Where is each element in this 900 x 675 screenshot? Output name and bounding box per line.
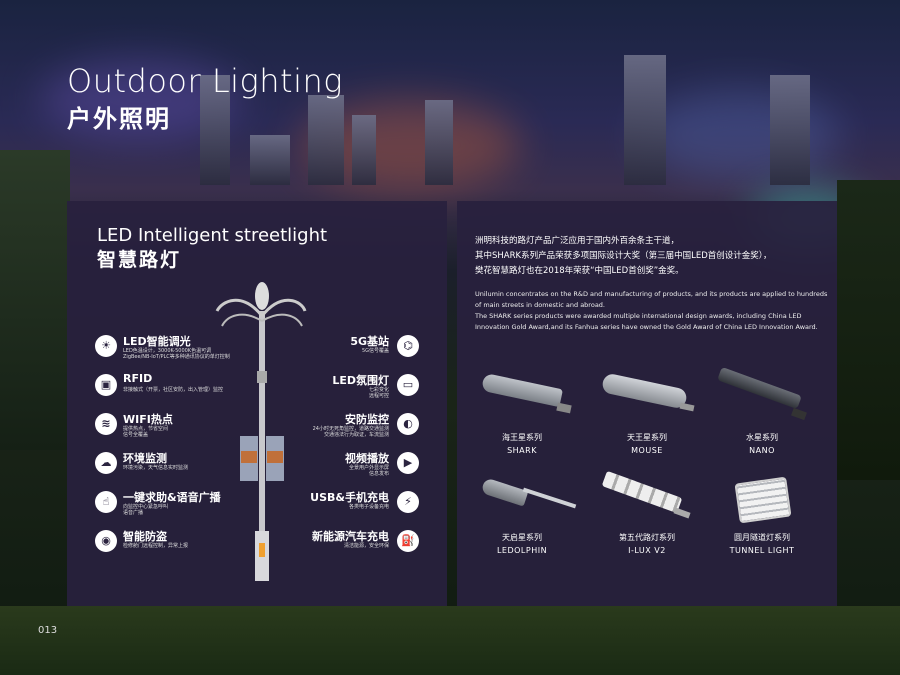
bulb-icon: ☀ (95, 335, 117, 357)
page-number: 013 (38, 625, 58, 636)
lock-icon: ◉ (95, 530, 117, 552)
intro-paragraph-en: Unilumin concentrates on the R&D and man… (475, 290, 828, 331)
mouse-lamp-image (592, 372, 702, 426)
product-tunnel-light: 圆月隧道灯系列 TUNNEL LIGHT (707, 476, 817, 555)
ambient-light-icon: ▭ (397, 374, 419, 396)
intro-paragraph-cn: 洲明科技的路灯产品广泛应用于国内外百余条主干道， 其中SHARK系列产品荣获多项… (475, 236, 772, 276)
signal-tower-icon: ⌬ (397, 335, 419, 357)
environment-icon: ☁ (95, 452, 117, 474)
shark-lamp-image (467, 372, 577, 426)
wifi-icon: ≋ (95, 413, 117, 435)
product-nano: 水星系列 NANO (707, 366, 817, 455)
camera-icon: ◐ (397, 413, 419, 435)
ledolphin-lamp-image (467, 476, 577, 526)
page-title-en: Outdoor Lighting (67, 62, 343, 100)
product-shark: 海王星系列 SHARK (467, 372, 577, 455)
product-ilux-v2: 第五代路灯系列 I-LUX V2 (592, 470, 702, 555)
rfid-icon: ▣ (95, 374, 117, 396)
product-mouse: 天王星系列 MOUSE (592, 372, 702, 455)
usb-icon: ⚡ (397, 491, 419, 513)
play-icon: ▶ (397, 452, 419, 474)
help-icon: ☝ (95, 491, 117, 513)
panel-subtitle-cn: 智慧路灯 (97, 249, 182, 271)
smart-streetlight-panel: LED Intelligent streetlight 智慧路灯 ☀ LED智能… (67, 201, 447, 606)
ev-charging-icon: ⛽ (397, 530, 419, 552)
product-series-panel: 洲明科技的路灯产品广泛应用于国内外百余条主干道， 其中SHARK系列产品荣获多项… (457, 201, 837, 606)
page-title-cn: 户外照明 (67, 105, 171, 133)
panel-subtitle-en: LED Intelligent streetlight (97, 225, 328, 246)
ilux-lamp-image (592, 470, 702, 526)
tunnel-lamp-image (707, 476, 817, 526)
product-ledolphin: 天启星系列 LEDOLPHIN (467, 476, 577, 555)
nano-lamp-image (707, 366, 817, 426)
streetlight-pole-illustration (215, 282, 307, 581)
